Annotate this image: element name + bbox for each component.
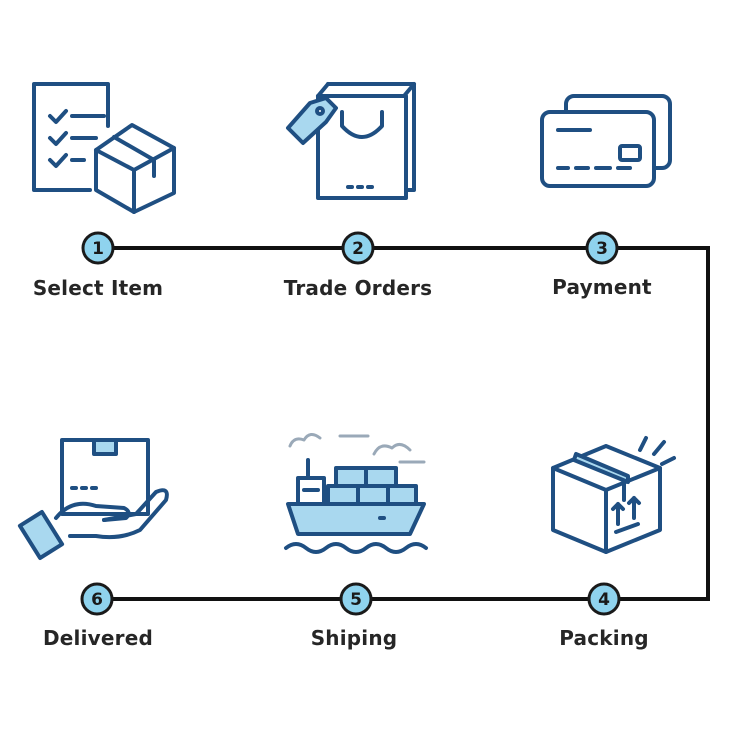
- step-badge-1-number: 1: [92, 239, 104, 259]
- step-label-trade-orders: Trade Orders: [283, 276, 433, 300]
- flow-connector-line: [98, 246, 710, 601]
- step-badge-4: 4: [587, 582, 621, 616]
- step-badge-1: 1: [81, 231, 115, 265]
- step-label-packing: Packing: [559, 626, 649, 650]
- step-label-shiping: Shiping: [310, 626, 398, 650]
- shopping-bag-tag-icon: [286, 82, 416, 200]
- credit-card-icon: [540, 94, 672, 188]
- package-box-icon: [551, 436, 676, 554]
- step-label-payment: Payment: [552, 275, 652, 299]
- checklist-box-icon: [32, 82, 176, 214]
- step-badge-5-number: 5: [350, 590, 362, 610]
- step-badge-3-number: 3: [596, 239, 608, 259]
- step-badge-2: 2: [341, 231, 375, 265]
- step-badge-4-number: 4: [598, 590, 610, 610]
- hand-box-icon: [17, 438, 169, 561]
- step-label-select-item: Select Item: [32, 276, 164, 300]
- step-badge-5: 5: [339, 582, 373, 616]
- step-badge-3: 3: [585, 231, 619, 265]
- step-label-delivered: Delivered: [42, 626, 154, 650]
- step-badge-2-number: 2: [352, 239, 364, 259]
- step-badge-6: 6: [80, 582, 114, 616]
- cargo-ship-icon: [284, 433, 428, 554]
- step-badge-6-number: 6: [91, 590, 103, 610]
